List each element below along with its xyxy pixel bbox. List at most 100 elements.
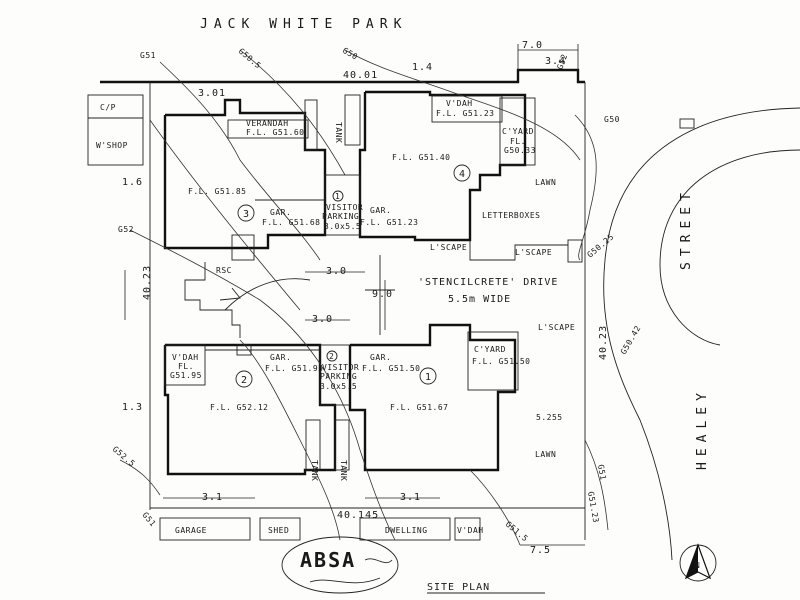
drive-label-line1: 'STENCILCRETE' DRIVE <box>418 277 558 288</box>
tank-label-a: TANK <box>334 122 343 143</box>
unit3-number: 3 <box>243 209 250 220</box>
driveway-arrows <box>219 255 395 335</box>
unit3-number-circle <box>237 204 255 222</box>
visitor-parking-1-line1: VISITOR <box>326 203 363 212</box>
boundary-dim-top-right-a: 7.0 <box>522 40 543 51</box>
unit4-cyard-fl2: G50.33 <box>504 146 536 155</box>
cp-label: C/P <box>100 103 116 112</box>
site-plan-title: SITE PLAN <box>427 582 490 593</box>
visitor-parking-1-num: 1 <box>335 192 340 201</box>
unit1-cyard-fl: F.L. G51.50 <box>472 357 530 366</box>
boundary-dim-top-right-b: 3.4 <box>545 56 566 67</box>
unit3-floor-level: F.L. G51.85 <box>188 187 246 196</box>
setback-left-u3: 1.6 <box>122 177 143 188</box>
contour-label-g525: G52.5 <box>111 445 137 469</box>
unit1-cyard-label: C'YARD <box>474 345 506 354</box>
contour-label-g5123: G51.23 <box>586 491 600 524</box>
street-kerb <box>603 107 800 561</box>
lawn-label-b: LAWN <box>535 450 556 459</box>
unit2-vdah-fl: FL. <box>178 362 194 371</box>
unit4-floor-level: F.L. G51.40 <box>392 153 450 162</box>
unit2-vdah-label: V'DAH <box>172 353 199 362</box>
visitor-parking-1-circle <box>332 190 344 202</box>
unit1-number: 1 <box>425 372 432 383</box>
neighbour-buildings-bottom <box>159 517 481 541</box>
visitor-parking-1-line2: PARKING <box>322 212 359 221</box>
lscape-label-c: L'SCAPE <box>538 323 575 332</box>
contour-label-g511: G51 <box>140 511 157 529</box>
unit2-number: 2 <box>241 375 248 386</box>
visitor-parking-1-size: 3.0x5.5 <box>324 222 361 231</box>
unit1-number-circle <box>419 367 437 385</box>
dwelling-label: DWELLING <box>385 526 428 535</box>
contour-label-g5025: G50.25 <box>586 232 616 259</box>
shed-label: SHED <box>268 526 289 535</box>
visitor-parking-1-bay <box>324 174 361 236</box>
unit4-vdah-label: V'DAH <box>446 99 473 108</box>
unit3-garage-label: GAR. <box>270 208 291 217</box>
letterboxes-label: LETTERBOXES <box>482 211 540 220</box>
street-name-right-a: STREET <box>679 187 694 270</box>
setback-bottom-u1: 3.1 <box>400 492 421 503</box>
north-arrow-label: N <box>695 561 700 570</box>
unit4-number: 4 <box>459 169 466 180</box>
unit2-floor-level: F.L. G52.12 <box>210 403 268 412</box>
unit4-cyard-fl: FL. <box>510 137 526 146</box>
unit3-verandah-label: VERANDAH <box>246 119 289 128</box>
neighbour-building <box>87 94 144 166</box>
tank-label-c: TANK <box>339 460 348 481</box>
contour-label-g52: G52 <box>118 225 134 234</box>
visitor-parking-2-line2: PARKING <box>320 372 357 381</box>
boundary-dim-right: 40.23 <box>598 325 609 360</box>
boundary-dim-top: 40.01 <box>343 70 378 81</box>
visitor-parking-2-num: 2 <box>329 352 334 361</box>
neighbour-vdah-label: V'DAH <box>457 526 484 535</box>
contour-label-g50b: G50 <box>604 115 620 124</box>
contour-label-g51: G51 <box>140 51 156 60</box>
setback-top-u3: 3.01 <box>198 88 226 99</box>
unit4-garage-fl: F.L. G51.23 <box>360 218 418 227</box>
kiosk-shape <box>679 118 695 129</box>
visitor-parking-2-line1: VISITOR <box>322 363 359 372</box>
boundary-dim-bottom-right: 7.5 <box>530 545 551 556</box>
north-arrow <box>679 543 717 582</box>
lscape-label-b: L'SCAPE <box>515 248 552 257</box>
unit1-garage-fl: F.L. G51.50 <box>362 364 420 373</box>
unit1-floor-level: F.L. G51.67 <box>390 403 448 412</box>
letterbox-structure <box>567 239 583 263</box>
unit2-garage-fl: F.L. G51.95 <box>265 364 323 373</box>
dim-5255-label: 5.255 <box>536 413 563 422</box>
visitor-parking-2-size: 3.0x5.5 <box>320 382 357 391</box>
visitor-parking-2-circle <box>326 350 338 362</box>
unit2-number-circle <box>235 370 253 388</box>
unit2-vdah-fl2: G51.95 <box>170 371 202 380</box>
garage-label: GARAGE <box>175 526 207 535</box>
drive-width-dim: 9.0 <box>372 289 393 300</box>
boundary-dim-left: 40.23 <box>142 265 153 300</box>
gap-mid: 3.0 <box>312 314 333 325</box>
setback-left-u2: 1.3 <box>122 402 143 413</box>
street-name-top: JACK WHITE PARK <box>200 17 407 32</box>
unit4-cyard-label: C'YARD <box>502 127 534 136</box>
setback-bottom-u2: 3.1 <box>202 492 223 503</box>
contour-lines <box>119 49 609 546</box>
contour-label-g5042: G50.42 <box>619 324 643 356</box>
wshop-label: W'SHOP <box>96 141 128 150</box>
unit2-garage-label: GAR. <box>270 353 291 362</box>
unit-3 <box>163 98 327 261</box>
lscape-label-a: L'SCAPE <box>430 243 467 252</box>
contour-label-g515: G51.5 <box>504 520 530 544</box>
drive-label-line2: 5.5m WIDE <box>448 294 511 305</box>
unit4-vdah-fl: F.L. G51.23 <box>436 109 494 118</box>
street-name-right-b: HEALEY <box>695 387 710 470</box>
gap-top: 3.0 <box>326 266 347 277</box>
rsc-label: RSC <box>216 266 232 275</box>
contour-label-g50: G50 <box>341 46 359 62</box>
unit4-number-circle <box>453 164 471 182</box>
site-boundary <box>100 68 586 540</box>
setback-top-u4: 1.4 <box>412 62 433 73</box>
dimension-lines <box>124 44 585 546</box>
absa-logo-text: ABSA <box>300 548 356 572</box>
unit4-garage-label: GAR. <box>370 206 391 215</box>
